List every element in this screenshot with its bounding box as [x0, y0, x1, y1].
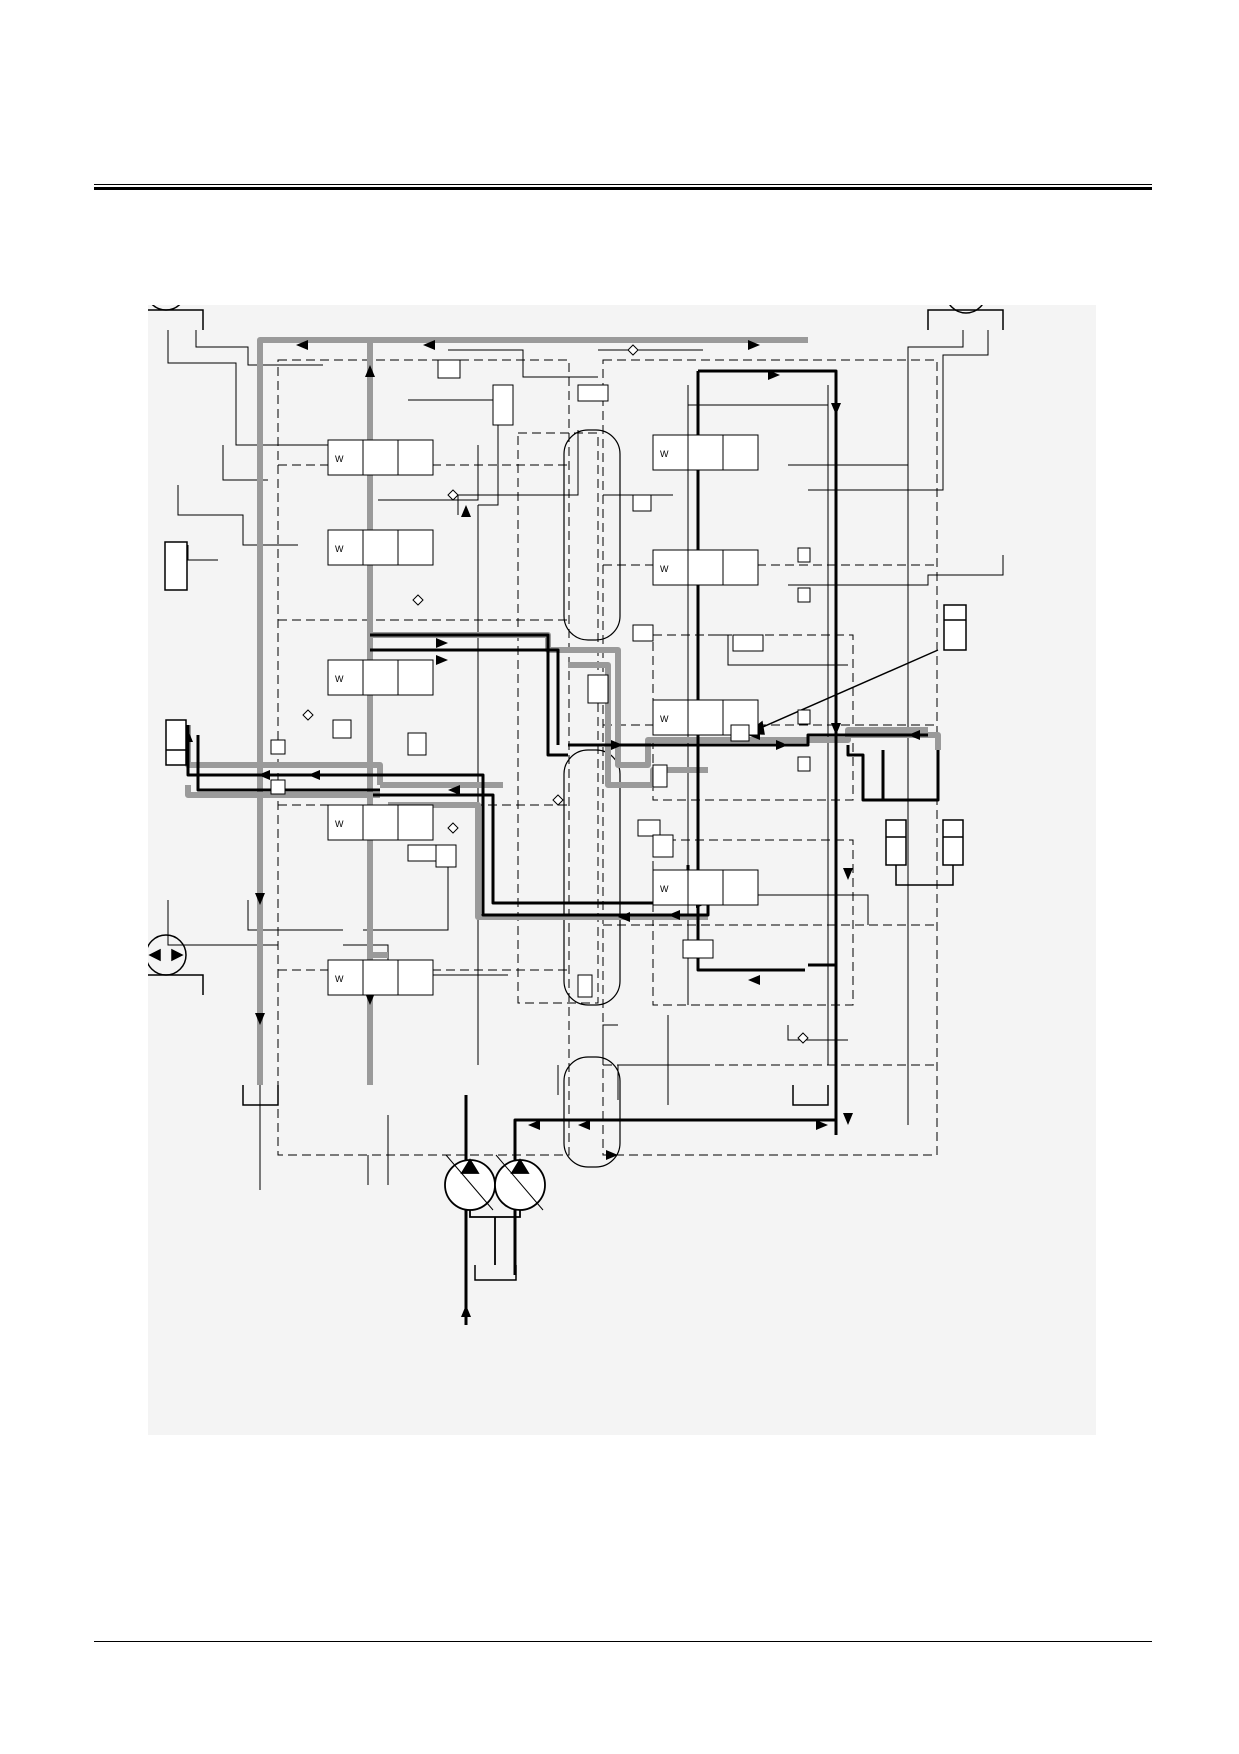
hydraulic-schematic: W W W W W W W W W [148, 305, 1096, 1435]
tanks [242, 1085, 829, 1281]
valve-spring-label: W [660, 884, 669, 894]
cylinder-left-small [164, 541, 188, 591]
valve-spring-label: W [335, 454, 344, 464]
valve-spring-label: W [335, 674, 344, 684]
footer-rule [94, 1641, 1152, 1642]
valve-spring-label: W [660, 714, 669, 724]
accumulator [563, 429, 621, 1168]
valve-spring-label: W [335, 819, 344, 829]
valve-spring-label: W [660, 564, 669, 574]
hydraulic-motor-top-right [927, 305, 1004, 330]
pilot-lines [167, 330, 1004, 1190]
valve-spring-label: W [660, 449, 669, 459]
right-valve-bank [652, 434, 759, 906]
valve-spring-label: W [335, 544, 344, 554]
hydraulic-motor-bottom-left [148, 934, 204, 995]
cylinder-right-upper [943, 604, 967, 651]
check-valves [302, 344, 809, 1044]
valve-spring-label: W [335, 974, 344, 984]
header-rule [94, 184, 1152, 190]
schematic-background [148, 305, 1096, 1435]
pumps [444, 1154, 546, 1265]
cylinder-left-medium [165, 719, 187, 766]
left-valve-bank [327, 439, 434, 996]
twin-cylinders-right [885, 819, 964, 886]
hydraulic-motor-top-left [148, 305, 204, 330]
auxiliary-valves [270, 359, 811, 998]
